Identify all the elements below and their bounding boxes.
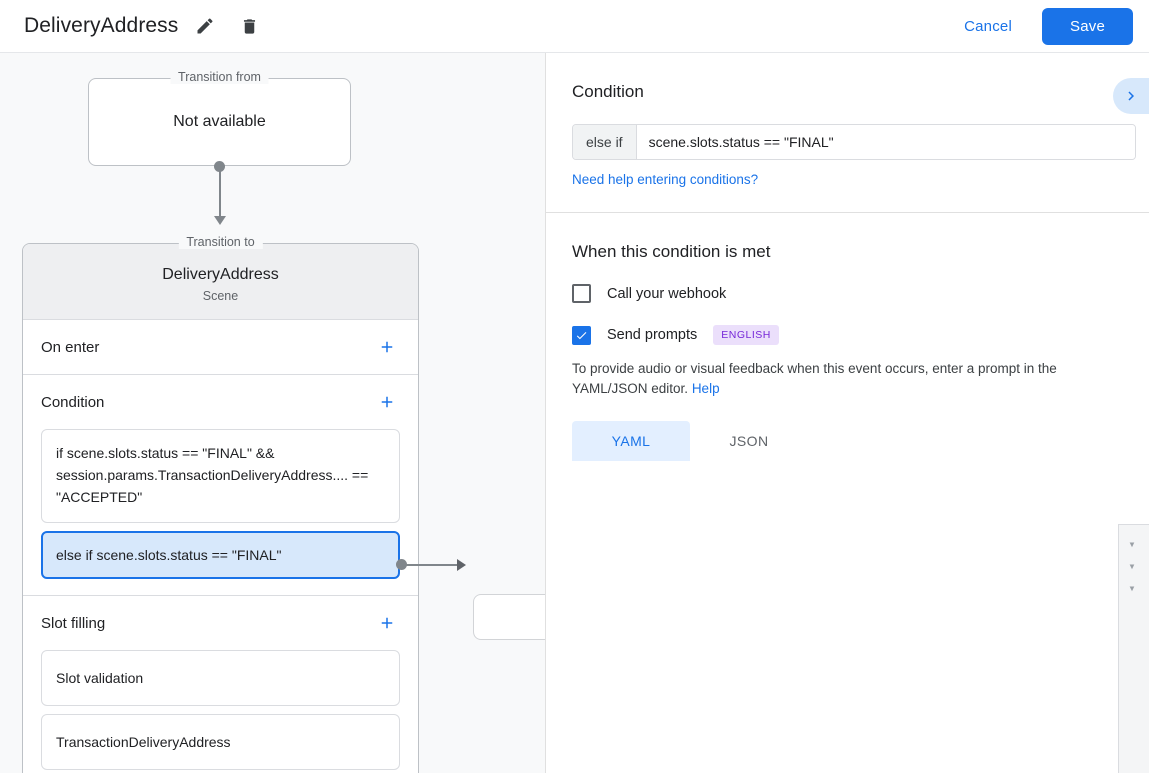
section-header-slot-filling: Slot filling — [41, 596, 400, 650]
save-button[interactable]: Save — [1042, 7, 1133, 45]
section-title-slot-filling: Slot filling — [41, 614, 106, 632]
transition-to-card: Transition to DeliveryAddress Scene On e… — [22, 235, 419, 773]
section-condition: Condition if scene.slots.status == "FINA… — [23, 375, 418, 596]
line-number: 5 — [1145, 621, 1149, 643]
tab-yaml[interactable]: YAML — [572, 421, 690, 461]
expand-panel-button[interactable] — [1113, 78, 1149, 114]
add-condition-icon[interactable] — [374, 389, 400, 415]
send-prompts-description-text: To provide audio or visual feedback when… — [572, 361, 1057, 396]
transition-from-value: Not available — [173, 113, 266, 130]
trash-icon — [243, 18, 255, 34]
chevron-right-icon — [1128, 91, 1134, 101]
fold-toggle-icon[interactable]: ▾ — [1128, 559, 1136, 573]
transition-to-header[interactable]: DeliveryAddress Scene — [23, 244, 418, 320]
add-on-enter-icon[interactable] — [374, 334, 400, 360]
editor-fold-gutter[interactable]: ▾ ▾ ▾ — [1119, 525, 1145, 773]
editor-format-tabs: YAML JSON — [572, 421, 1123, 461]
section-title-on-enter: On enter — [41, 338, 100, 356]
edit-pencil-icon-button[interactable] — [188, 9, 222, 43]
call-webhook-checkbox[interactable] — [572, 284, 591, 303]
line-number: 2 — [1145, 555, 1149, 577]
connector-arrow-down — [214, 216, 226, 225]
plus-icon — [381, 617, 393, 629]
connector-arrow-right — [457, 559, 466, 571]
checkmark-icon — [576, 331, 587, 339]
connector-line-horizontal — [401, 564, 459, 566]
webhook-checkbox-row[interactable]: Call your webhook — [572, 284, 1123, 303]
line-number: 3 — [1145, 577, 1149, 599]
target-node-partial[interactable] — [473, 594, 545, 640]
section-divider — [546, 212, 1149, 213]
line-number: 1 — [1145, 533, 1149, 555]
condition-item-selected[interactable]: else if scene.slots.status == "FINAL" — [41, 531, 400, 579]
condition-item[interactable]: if scene.slots.status == "FINAL" && sess… — [41, 429, 400, 523]
yaml-code-editor[interactable]: ▾▾▾ 12345 candidates: - first_simple: va… — [1118, 524, 1149, 773]
fold-toggle-icon[interactable]: ▾ — [1128, 581, 1136, 595]
details-panel: Condition else if scene.slots.status == … — [546, 53, 1149, 773]
page-title: DeliveryAddress — [24, 14, 179, 37]
condition-heading: Condition — [572, 82, 644, 101]
transition-from-node[interactable]: Transition from Not available — [88, 70, 351, 166]
prompts-help-link[interactable]: Help — [691, 381, 720, 396]
slot-filling-item[interactable]: Slot validation — [41, 650, 400, 706]
plus-icon — [381, 396, 393, 408]
language-badge: ENGLISH — [713, 325, 779, 345]
top-app-bar: DeliveryAddress Cancel Save — [0, 0, 1149, 53]
condition-expression-input[interactable]: scene.slots.status == "FINAL" — [636, 125, 1135, 159]
condition-prefix-label: else if — [573, 125, 637, 159]
section-slot-filling: Slot filling Slot validation Transaction… — [23, 596, 418, 770]
section-title-condition: Condition — [41, 393, 105, 411]
condition-section: Condition else if scene.slots.status == … — [546, 53, 1149, 189]
send-prompts-checkbox[interactable] — [572, 325, 591, 345]
cancel-button[interactable]: Cancel — [948, 10, 1028, 43]
transition-from-legend: Transition from — [170, 70, 269, 84]
transition-to-legend: Transition to — [178, 235, 263, 249]
slot-filling-item[interactable]: TransactionDeliveryAddress — [41, 714, 400, 770]
editor-line-number-gutter: 12345 — [1145, 525, 1149, 773]
plus-icon — [381, 341, 393, 353]
condition-help-link[interactable]: Need help entering conditions? — [572, 172, 759, 187]
delete-trash-icon-button[interactable] — [232, 9, 266, 43]
fold-toggle-icon — [1119, 599, 1145, 621]
section-on-enter: On enter — [23, 320, 418, 375]
tab-json[interactable]: JSON — [729, 433, 769, 449]
when-met-heading: When this condition is met — [572, 242, 771, 261]
send-prompts-description: To provide audio or visual feedback when… — [572, 359, 1123, 399]
line-number: 4 — [1145, 599, 1149, 621]
fold-toggle-icon[interactable]: ▾ — [1128, 537, 1136, 551]
section-header-on-enter: On enter — [41, 320, 400, 374]
add-slot-filling-icon[interactable] — [374, 610, 400, 636]
section-header-condition: Condition — [41, 375, 400, 429]
connector-line-vertical — [219, 166, 221, 218]
pencil-icon — [197, 18, 213, 34]
send-prompts-checkbox-row[interactable]: Send prompts ENGLISH — [572, 325, 1123, 345]
graph-canvas: Transition from Not available Transition… — [0, 53, 546, 773]
condition-input-group[interactable]: else if scene.slots.status == "FINAL" — [572, 124, 1136, 160]
transition-to-name: DeliveryAddress — [162, 266, 279, 283]
call-webhook-label: Call your webhook — [607, 285, 727, 302]
fold-toggle-icon — [1119, 621, 1145, 643]
send-prompts-label: Send prompts — [607, 327, 698, 343]
transition-to-subtitle: Scene — [202, 289, 239, 303]
when-condition-met-section: When this condition is met Call your web… — [546, 213, 1149, 461]
